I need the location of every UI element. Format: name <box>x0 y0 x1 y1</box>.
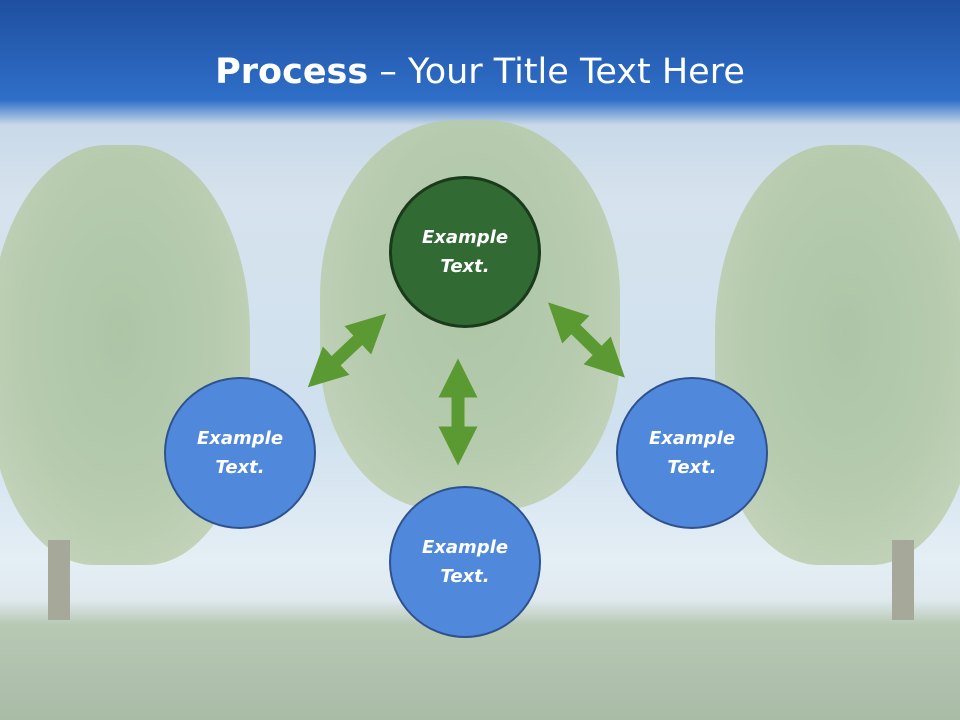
tree-trunk-right <box>892 540 914 620</box>
arrow-right-diagonal <box>548 302 625 378</box>
tree-trunk-left <box>48 540 70 620</box>
node-text: Text. <box>440 566 490 587</box>
node-text: Example <box>196 428 284 449</box>
node-text: Text. <box>440 256 490 277</box>
node-text: Example <box>421 537 509 558</box>
node-text: Example <box>421 227 509 248</box>
background-tree-right <box>715 145 960 565</box>
slide-title: Process – Your Title Text Here <box>0 52 960 92</box>
title-bold: Process <box>215 52 369 92</box>
title-rest: – Your Title Text Here <box>368 52 745 92</box>
arrow-left-diagonal <box>307 313 387 388</box>
node-text: Text. <box>215 457 265 478</box>
node-text: Example <box>648 428 736 449</box>
node-text: Text. <box>667 457 717 478</box>
